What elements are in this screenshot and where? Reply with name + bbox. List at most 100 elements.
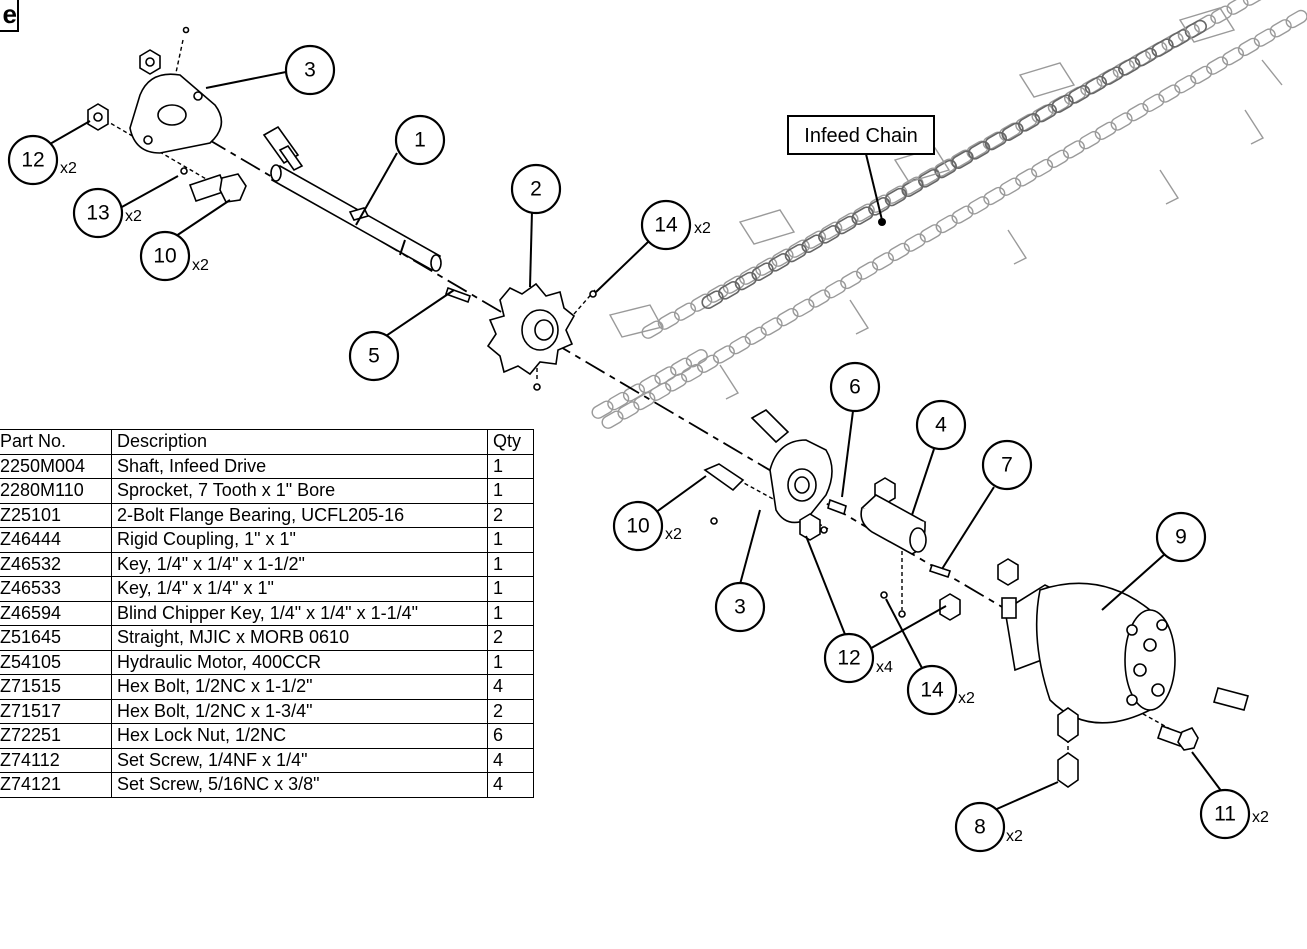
svg-text:10: 10: [626, 515, 649, 538]
cell-part-no: Z71515: [0, 674, 112, 700]
cell-part-no: Z46594: [0, 600, 112, 626]
chain-link: [1174, 75, 1197, 94]
callout-8-qty: x2: [1006, 828, 1023, 845]
hex-bolt-upper: [262, 125, 304, 172]
chain-link: [1015, 168, 1038, 187]
callout-7: 7: [981, 439, 1033, 491]
svg-text:10: 10: [153, 245, 176, 268]
cell-description: Shaft, Infeed Drive: [111, 453, 488, 479]
chain-link: [1096, 68, 1119, 87]
chain-link: [1145, 41, 1168, 60]
chain-link: [1051, 94, 1074, 113]
cell-description: 2-Bolt Flange Bearing, UCFL205-16: [111, 502, 488, 528]
chain-link: [871, 252, 895, 271]
chain-link: [728, 335, 751, 355]
chain-link: [999, 177, 1022, 196]
set-screw-coupling-b: [898, 610, 906, 618]
callout-4: 4: [915, 399, 967, 451]
grease-fitting-lower: [710, 517, 718, 525]
chain-link: [1084, 75, 1107, 95]
chain-link: [885, 185, 908, 204]
callout-10-upper: 10 x2: [139, 230, 209, 282]
cell-part-no: Z74121: [0, 772, 112, 798]
svg-text:4: 4: [935, 414, 947, 437]
chain-link: [751, 262, 774, 281]
sprocket: [486, 282, 576, 376]
cell-part-no: 2280M110: [0, 478, 112, 504]
chain-link: [1184, 19, 1207, 39]
chain-link: [834, 215, 857, 235]
cell-description: Hydraulic Motor, 400CCR: [111, 649, 488, 675]
set-screw-sprocket-b: [533, 383, 541, 391]
cell-qty: 4: [487, 674, 534, 700]
chain-link: [1110, 112, 1133, 131]
grease-fitting-upper: [180, 167, 188, 175]
chain-link: [851, 206, 874, 225]
chain-link: [712, 345, 735, 364]
chain-link: [601, 410, 624, 429]
cell-description: Key, 1/4" x 1/4" x 1": [111, 576, 488, 602]
chain-link: [792, 298, 815, 318]
cell-description: Key, 1/4" x 1/4" x 1-1/2": [111, 551, 488, 577]
set-screw-bearing: [820, 526, 828, 534]
chain-link: [1210, 5, 1233, 24]
chain-link: [1047, 95, 1070, 114]
header-qty: Qty: [487, 429, 534, 455]
chain-link: [591, 400, 614, 419]
chain-link: [1190, 65, 1213, 85]
chain-link: [951, 150, 974, 169]
svg-text:1: 1: [414, 129, 426, 152]
parts-table-header-row: Part No. Description Qty: [0, 429, 534, 455]
chain-link: [808, 289, 831, 308]
svg-text:13: 13: [86, 202, 109, 225]
chain-link: [1158, 84, 1181, 103]
chain-link: [1206, 56, 1229, 75]
svg-text:12: 12: [21, 149, 44, 172]
chain-link: [968, 141, 991, 160]
callout-3-lower: 3: [714, 581, 766, 633]
callout-10-upper-qty: x2: [192, 257, 209, 274]
header-description: Description: [111, 429, 488, 455]
svg-text:11: 11: [1214, 803, 1236, 826]
hex-bolt-lower: [188, 173, 247, 203]
callout-13-qty: x2: [125, 208, 142, 225]
chain-link: [935, 214, 958, 234]
callout-14-upper-qty: x2: [694, 220, 711, 237]
svg-text:3: 3: [304, 59, 316, 82]
svg-text:2: 2: [530, 178, 542, 201]
chain-link: [887, 242, 910, 262]
callout-14-lower-qty: x2: [958, 690, 975, 707]
cell-description: Hex Bolt, 1/2NC x 1-1/2": [111, 674, 488, 700]
cell-qty: 2: [487, 502, 534, 528]
svg-text:5: 5: [368, 345, 380, 368]
cell-qty: 4: [487, 747, 534, 773]
chain-link: [1269, 19, 1292, 38]
cell-qty: 6: [487, 723, 534, 749]
svg-text:8: 8: [974, 816, 986, 839]
svg-text:7: 7: [1001, 454, 1013, 477]
chain-link: [1253, 28, 1276, 47]
chain-link: [820, 221, 843, 240]
chain-link: [738, 266, 762, 285]
chain-link: [1112, 59, 1135, 78]
hex-bolt-motor-right: [1213, 687, 1249, 711]
cell-part-no: Z74112: [0, 747, 112, 773]
cell-description: Set Screw, 1/4NF x 1/4": [111, 747, 488, 773]
chain-link: [1068, 85, 1091, 104]
cell-part-no: Z71517: [0, 698, 112, 724]
chain-link: [1151, 38, 1174, 57]
chain-link: [1101, 66, 1124, 85]
cell-part-no: Z46444: [0, 527, 112, 553]
chain-link: [734, 271, 757, 291]
flange-bearing-lower: [769, 439, 833, 524]
chain-link: [1062, 140, 1085, 159]
cell-part-no: Z54105: [0, 649, 112, 675]
